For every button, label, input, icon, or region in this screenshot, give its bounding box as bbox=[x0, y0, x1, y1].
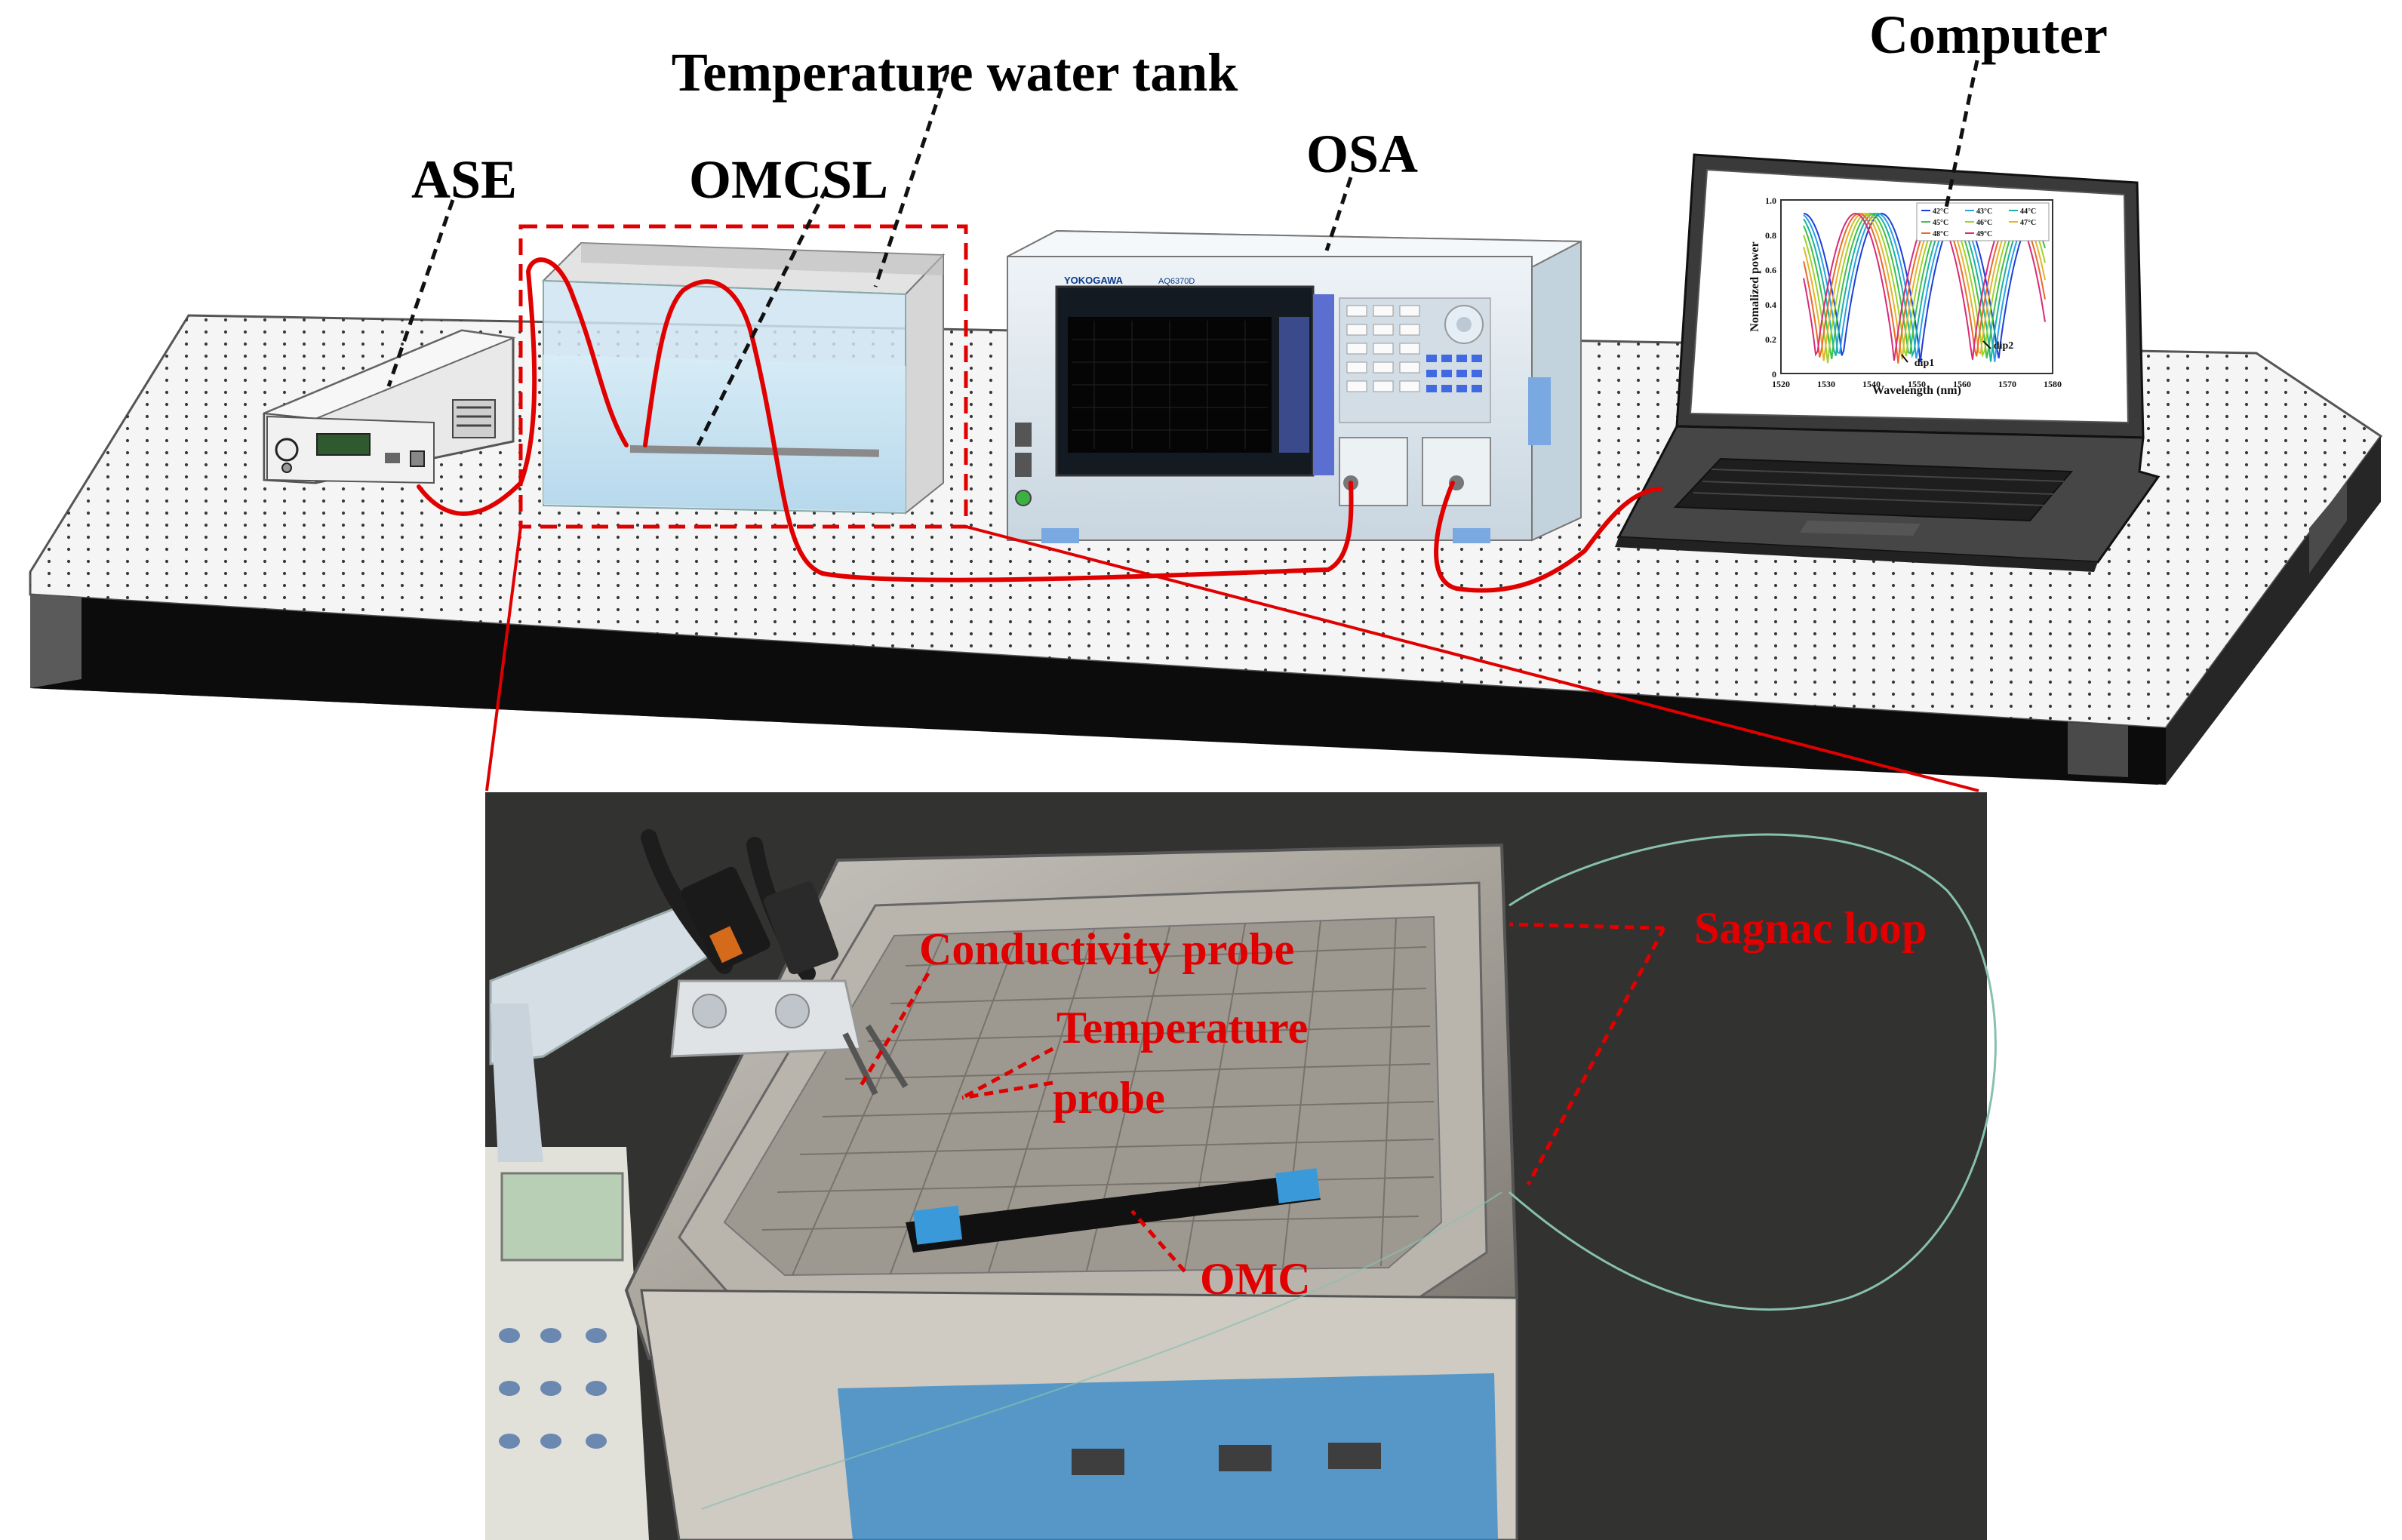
label-temperature-water-tank: Temperature water tank bbox=[672, 42, 1238, 103]
screen-chart-series-line bbox=[1803, 212, 2046, 362]
label-ase: ASE bbox=[411, 149, 517, 210]
label-sagnac-loop: Sagnac loop bbox=[1694, 903, 1927, 953]
screen-chart-xtick: 1570 bbox=[1998, 379, 2016, 389]
screen-chart-xtick: 1530 bbox=[1817, 379, 1835, 389]
zoom-connectors bbox=[485, 525, 1979, 792]
screen-chart-ytick: 0.4 bbox=[1765, 300, 1776, 310]
screen-chart-legend-label: 46°C bbox=[1976, 219, 1992, 227]
screen-chart-ylabel: Nomalized power bbox=[1748, 241, 1761, 332]
ase-source bbox=[263, 329, 516, 484]
screen-chart-ytick: 0.6 bbox=[1765, 265, 1776, 275]
screen-chart-series-line bbox=[1803, 212, 2046, 362]
diagram-labels: ASE Temperature water tank OMCSL OSA Com… bbox=[411, 5, 2108, 210]
tank-highlight-box bbox=[518, 224, 968, 529]
fiber-cables bbox=[417, 257, 1662, 593]
label-computer: Computer bbox=[1869, 5, 2108, 65]
osa-brand-text: YOKOGAWA bbox=[1064, 275, 1124, 286]
label-temperature-probe-line1: Temperature bbox=[1056, 1003, 1308, 1053]
screen-chart-legend-label: 43°C bbox=[1976, 207, 1992, 216]
screen-chart-legend-box bbox=[1916, 202, 2050, 241]
screen-chart-xtick: 1520 bbox=[1772, 379, 1790, 389]
photo-leader-lines bbox=[858, 922, 1666, 1273]
osa-model-text: AQ6370D bbox=[1158, 277, 1195, 286]
screen-chart-legend-label: 47°C bbox=[2020, 219, 2036, 227]
optical-spectrum-analyzer: YOKOGAWA AQ6370D bbox=[1007, 229, 1582, 543]
screen-chart-legend-label: 44°C bbox=[2020, 207, 2036, 216]
photo-labels: Conductivity probe Temperature probe Sag… bbox=[919, 903, 1927, 1304]
screen-chart-legend-label: 45°C bbox=[1933, 219, 1948, 227]
screen-chart-xtick: 1580 bbox=[2044, 379, 2062, 389]
water-tank bbox=[518, 224, 968, 529]
screen-chart-series-line bbox=[1803, 212, 2046, 360]
label-omc: OMC bbox=[1200, 1254, 1311, 1304]
screen-chart-annotation-dip1: dip1 bbox=[1915, 358, 1934, 369]
screen-chart-annotation-dip2: dip2 bbox=[1994, 340, 2013, 352]
screen-chart-ytick: 0 bbox=[1772, 369, 1776, 380]
screen-chart-ytick: 0.2 bbox=[1765, 334, 1776, 345]
screen-chart-xtick: 1550 bbox=[1908, 379, 1926, 389]
screen-chart: 0 0.2 0.4 0.6 0.8 1.0 1520 1530 1540 1550 1560 157… bbox=[1748, 195, 2062, 397]
label-temperature-probe-line2: probe bbox=[1053, 1073, 1165, 1123]
screen-chart-legend-label: 48°C bbox=[1933, 230, 1948, 238]
screen-chart-series-line bbox=[1803, 212, 2046, 363]
screen-chart-ytick: 0.8 bbox=[1765, 230, 1776, 241]
label-omcsl: OMCSL bbox=[689, 149, 888, 210]
leader-lines bbox=[386, 60, 1979, 447]
screen-chart-xlabel: Wavelength (nm) bbox=[1872, 384, 1961, 397]
screen-chart-series-line bbox=[1803, 212, 2046, 364]
screen-chart-xtick: 1560 bbox=[1953, 379, 1971, 389]
label-conductivity-probe: Conductivity probe bbox=[919, 924, 1294, 974]
screen-chart-legend-label: 42°C bbox=[1933, 207, 1948, 216]
label-osa: OSA bbox=[1306, 124, 1418, 184]
photo-inset bbox=[485, 792, 1997, 1540]
screen-chart-xtick: 1540 bbox=[1862, 379, 1881, 389]
screen-chart-legend-label: 49°C bbox=[1976, 230, 1992, 238]
screen-chart-ytick: 1.0 bbox=[1765, 195, 1776, 206]
